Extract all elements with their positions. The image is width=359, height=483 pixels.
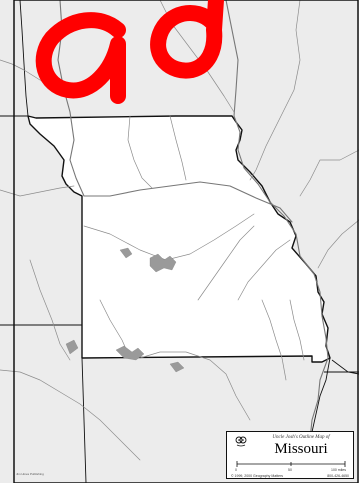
kansas-nebraska-border	[19, 0, 29, 117]
missouri-state-shape	[27, 115, 331, 363]
kansas-oklahoma-line	[81, 357, 87, 483]
watermark-letter-a	[35, 12, 126, 104]
scale-label-mid: 50	[288, 468, 292, 472]
watermark	[35, 0, 224, 104]
osage-river	[83, 213, 255, 261]
map-series-title: Uncle Josh's Outline Map of	[272, 435, 330, 440]
kaskaskia-river	[317, 219, 359, 269]
black-river	[289, 299, 305, 361]
map-legend: Uncle Josh's Outline Map of Missouri 0 5…	[226, 431, 354, 479]
state-name-title: Missouri	[274, 441, 328, 457]
current-river	[261, 299, 287, 381]
lake-of-the-cherokees	[65, 339, 79, 355]
scale-label-zero: 0	[235, 468, 237, 472]
illinois-river	[249, 0, 301, 181]
scale-label-max: 100 miles	[331, 468, 346, 472]
map-frame	[13, 0, 359, 483]
copyright-text: © 1999, 2000 Geography Matters	[231, 474, 283, 478]
truman-lake	[119, 247, 133, 259]
mississippi-river	[225, 0, 329, 441]
chariton-river	[169, 115, 187, 181]
neosho-river	[29, 259, 71, 361]
phone-number: 800-426-4650	[327, 474, 349, 478]
arkansas-tennessee-river-border	[311, 357, 331, 433]
map-credit: Jim Hines Publishing	[16, 472, 44, 476]
watermark-letter-g	[150, 0, 224, 79]
bull-shoals-lake	[169, 361, 185, 373]
grand-river	[127, 115, 153, 189]
meramec-river	[237, 239, 291, 301]
arkansas-river	[0, 369, 141, 461]
scale-bar	[236, 461, 346, 467]
lake-of-the-ozarks	[149, 253, 177, 273]
white-river	[139, 351, 251, 421]
illinois-tributary	[299, 149, 359, 197]
gasconade-river	[197, 225, 255, 301]
mascot-icon	[235, 436, 247, 447]
table-rock-lake	[115, 345, 145, 361]
